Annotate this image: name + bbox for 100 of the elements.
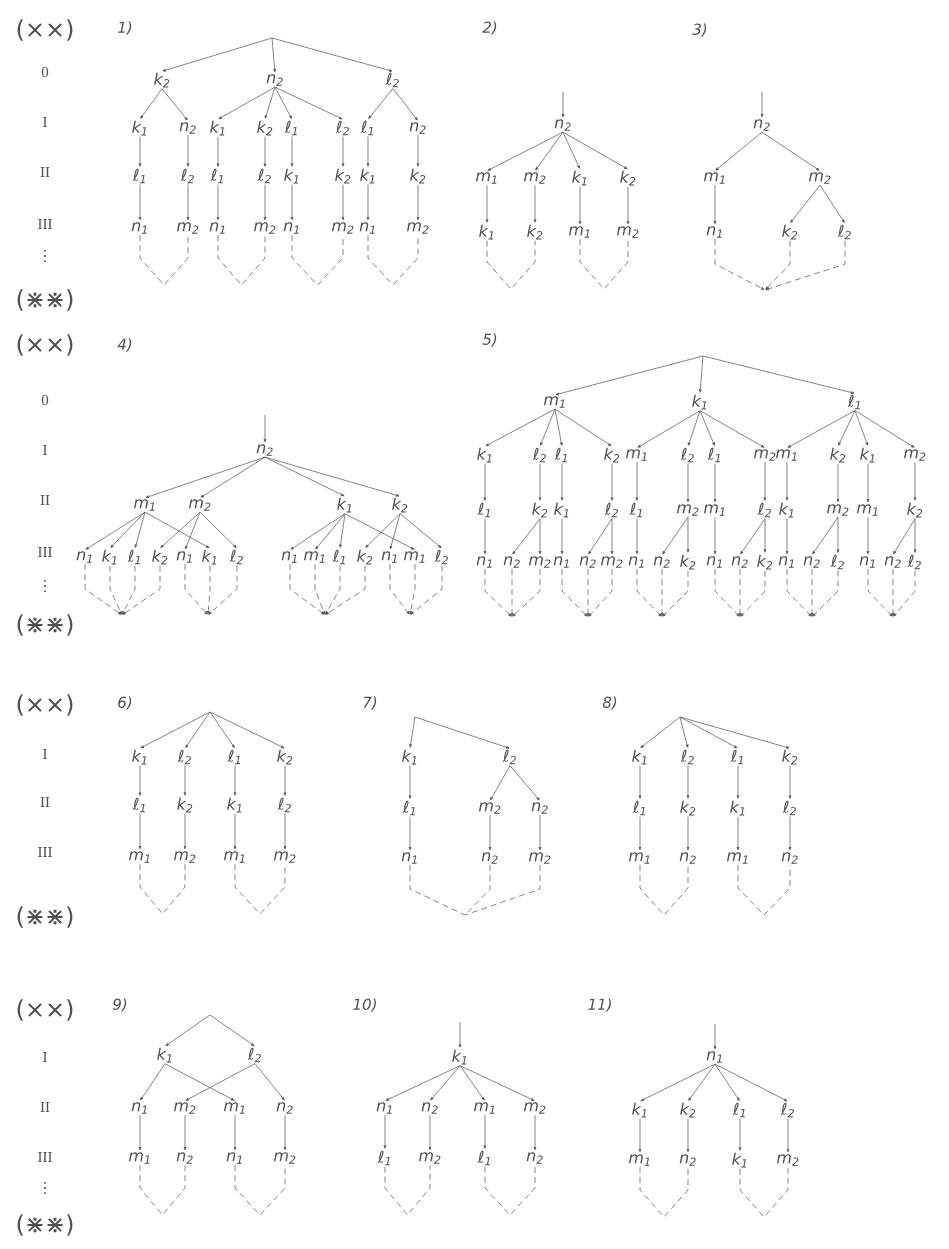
gene-symbol: ℓ$_{2}$ xyxy=(180,168,194,184)
dashed-connector xyxy=(367,234,419,286)
dashed-connector xyxy=(660,568,664,617)
arrow xyxy=(274,86,343,120)
panel-number: 2) xyxy=(482,21,497,35)
ellipsis: ⋮ xyxy=(44,579,46,593)
gene-symbol: m$_{2}$ xyxy=(600,556,623,568)
gene-symbol: m$_{1}$ xyxy=(775,449,797,461)
arrow xyxy=(893,518,916,555)
arrow xyxy=(533,1114,537,1151)
gene-symbol: n$_{1}$ xyxy=(76,551,92,563)
gene-symbol: m$_{1}$ xyxy=(628,852,650,864)
gene-symbol: k$_{2}$ xyxy=(620,170,636,186)
gene-symbol: ℓ$_{2}$ xyxy=(277,797,291,813)
arrow xyxy=(715,131,763,171)
dashed-connector xyxy=(217,234,266,286)
dashed-connector xyxy=(206,565,211,615)
arrow xyxy=(588,518,613,555)
gene-symbol: k$_{2}$ xyxy=(527,224,543,240)
dashed-connector xyxy=(122,565,136,615)
arrow xyxy=(344,513,415,550)
gene-symbol: n$_{2}$ xyxy=(276,1102,293,1114)
arrow xyxy=(233,1114,237,1151)
gene-symbol: ℓ$_{2}$ xyxy=(837,224,851,240)
arrow xyxy=(209,711,285,749)
gene-symbol: k$_{2}$ xyxy=(680,554,696,570)
arrow xyxy=(392,88,418,121)
arrow xyxy=(263,136,267,167)
arrow xyxy=(416,134,420,167)
generation-label: 0 xyxy=(41,66,49,78)
arrow xyxy=(713,184,717,225)
gene-symbol: ℓ$_{2}$ xyxy=(434,549,448,565)
gene-symbol: k$_{2}$ xyxy=(177,797,193,813)
gene-symbol: k$_{2}$ xyxy=(257,120,273,136)
dashed-connector xyxy=(579,238,629,290)
panel-number: 8) xyxy=(602,696,617,710)
arrow xyxy=(535,131,564,171)
arrow xyxy=(409,716,416,748)
gene-symbol: k$_{1}$ xyxy=(210,120,225,136)
arrow xyxy=(290,513,346,550)
gene-symbol: n$_{1}$ xyxy=(226,1152,242,1164)
gene-symbol: k$_{1}$ xyxy=(692,394,707,410)
arrow xyxy=(185,1063,256,1101)
arrow xyxy=(913,461,917,501)
arrow xyxy=(138,136,142,167)
arrow xyxy=(638,1118,642,1153)
arrow xyxy=(763,518,767,553)
gene-symbol: n$_{1}$ xyxy=(706,556,722,568)
gene-symbol: ℓ$_{1}$ xyxy=(477,1150,490,1166)
dashed-connector xyxy=(737,864,791,916)
gene-symbol: m$_{2}$ xyxy=(903,449,926,461)
arrow xyxy=(688,1063,716,1101)
arrow xyxy=(263,184,267,221)
gene-symbol: k$_{2}$ xyxy=(782,749,798,765)
arrow xyxy=(702,355,855,394)
arrow xyxy=(144,511,210,549)
gene-symbol: m$_{2}$ xyxy=(523,172,546,184)
gene-symbol: k$_{1}$ xyxy=(477,447,492,463)
gene-symbol: ℓ$_{2}$ xyxy=(780,1102,794,1118)
gene-symbol: m$_{1}$ xyxy=(475,172,497,184)
arrow xyxy=(365,513,401,548)
gene-symbol: m$_{2}$ xyxy=(528,556,551,568)
dashed-connector xyxy=(588,568,613,617)
gene-symbol: k$_{2}$ xyxy=(680,800,696,816)
arrow xyxy=(339,513,346,548)
arrow xyxy=(538,518,542,555)
gene-symbol: n$_{2}$ xyxy=(753,119,770,131)
gene-symbol: ℓ$_{2}$ xyxy=(782,800,796,816)
gene-symbol: m$_{2}$ xyxy=(273,1152,296,1164)
gene-symbol: ℓ$_{2}$ xyxy=(532,447,546,463)
arrow xyxy=(488,814,492,851)
arrow xyxy=(687,410,701,446)
arrow xyxy=(679,716,738,749)
arrow xyxy=(640,1063,716,1102)
parent-formula: (××) xyxy=(17,694,73,716)
dashed-connector xyxy=(893,570,916,617)
dashed-connector xyxy=(464,864,541,916)
gene-symbol: m$_{1}$ xyxy=(568,226,590,238)
arrow xyxy=(264,456,400,497)
dashed-connector xyxy=(389,563,410,615)
arrow xyxy=(490,765,511,801)
arrow xyxy=(913,518,917,553)
gene-symbol: k$_{1}$ xyxy=(402,749,417,765)
dashed-connector xyxy=(325,565,341,615)
gene-symbol: ℓ$_{2}$ xyxy=(257,168,271,184)
arrow xyxy=(699,410,715,446)
gene-symbol: n$_{2}$ xyxy=(679,852,696,864)
gene-symbol: n$_{2}$ xyxy=(679,1154,696,1166)
panel-number: 1) xyxy=(118,21,132,35)
gene-symbol: ℓ$_{1}$ xyxy=(477,502,490,518)
gene-symbol: ℓ$_{2}$ xyxy=(502,749,516,765)
arrow xyxy=(110,511,146,548)
arrow xyxy=(414,716,510,749)
dashed-connector xyxy=(409,864,466,916)
arrow xyxy=(736,816,740,851)
gene-symbol: k$_{1}$ xyxy=(779,502,794,518)
gene-symbol: m$_{1}$ xyxy=(856,504,878,516)
dashed-connector xyxy=(234,863,286,915)
gene-symbol: n$_{1}$ xyxy=(778,556,794,568)
gene-symbol: n$_{2}$ xyxy=(884,556,901,568)
